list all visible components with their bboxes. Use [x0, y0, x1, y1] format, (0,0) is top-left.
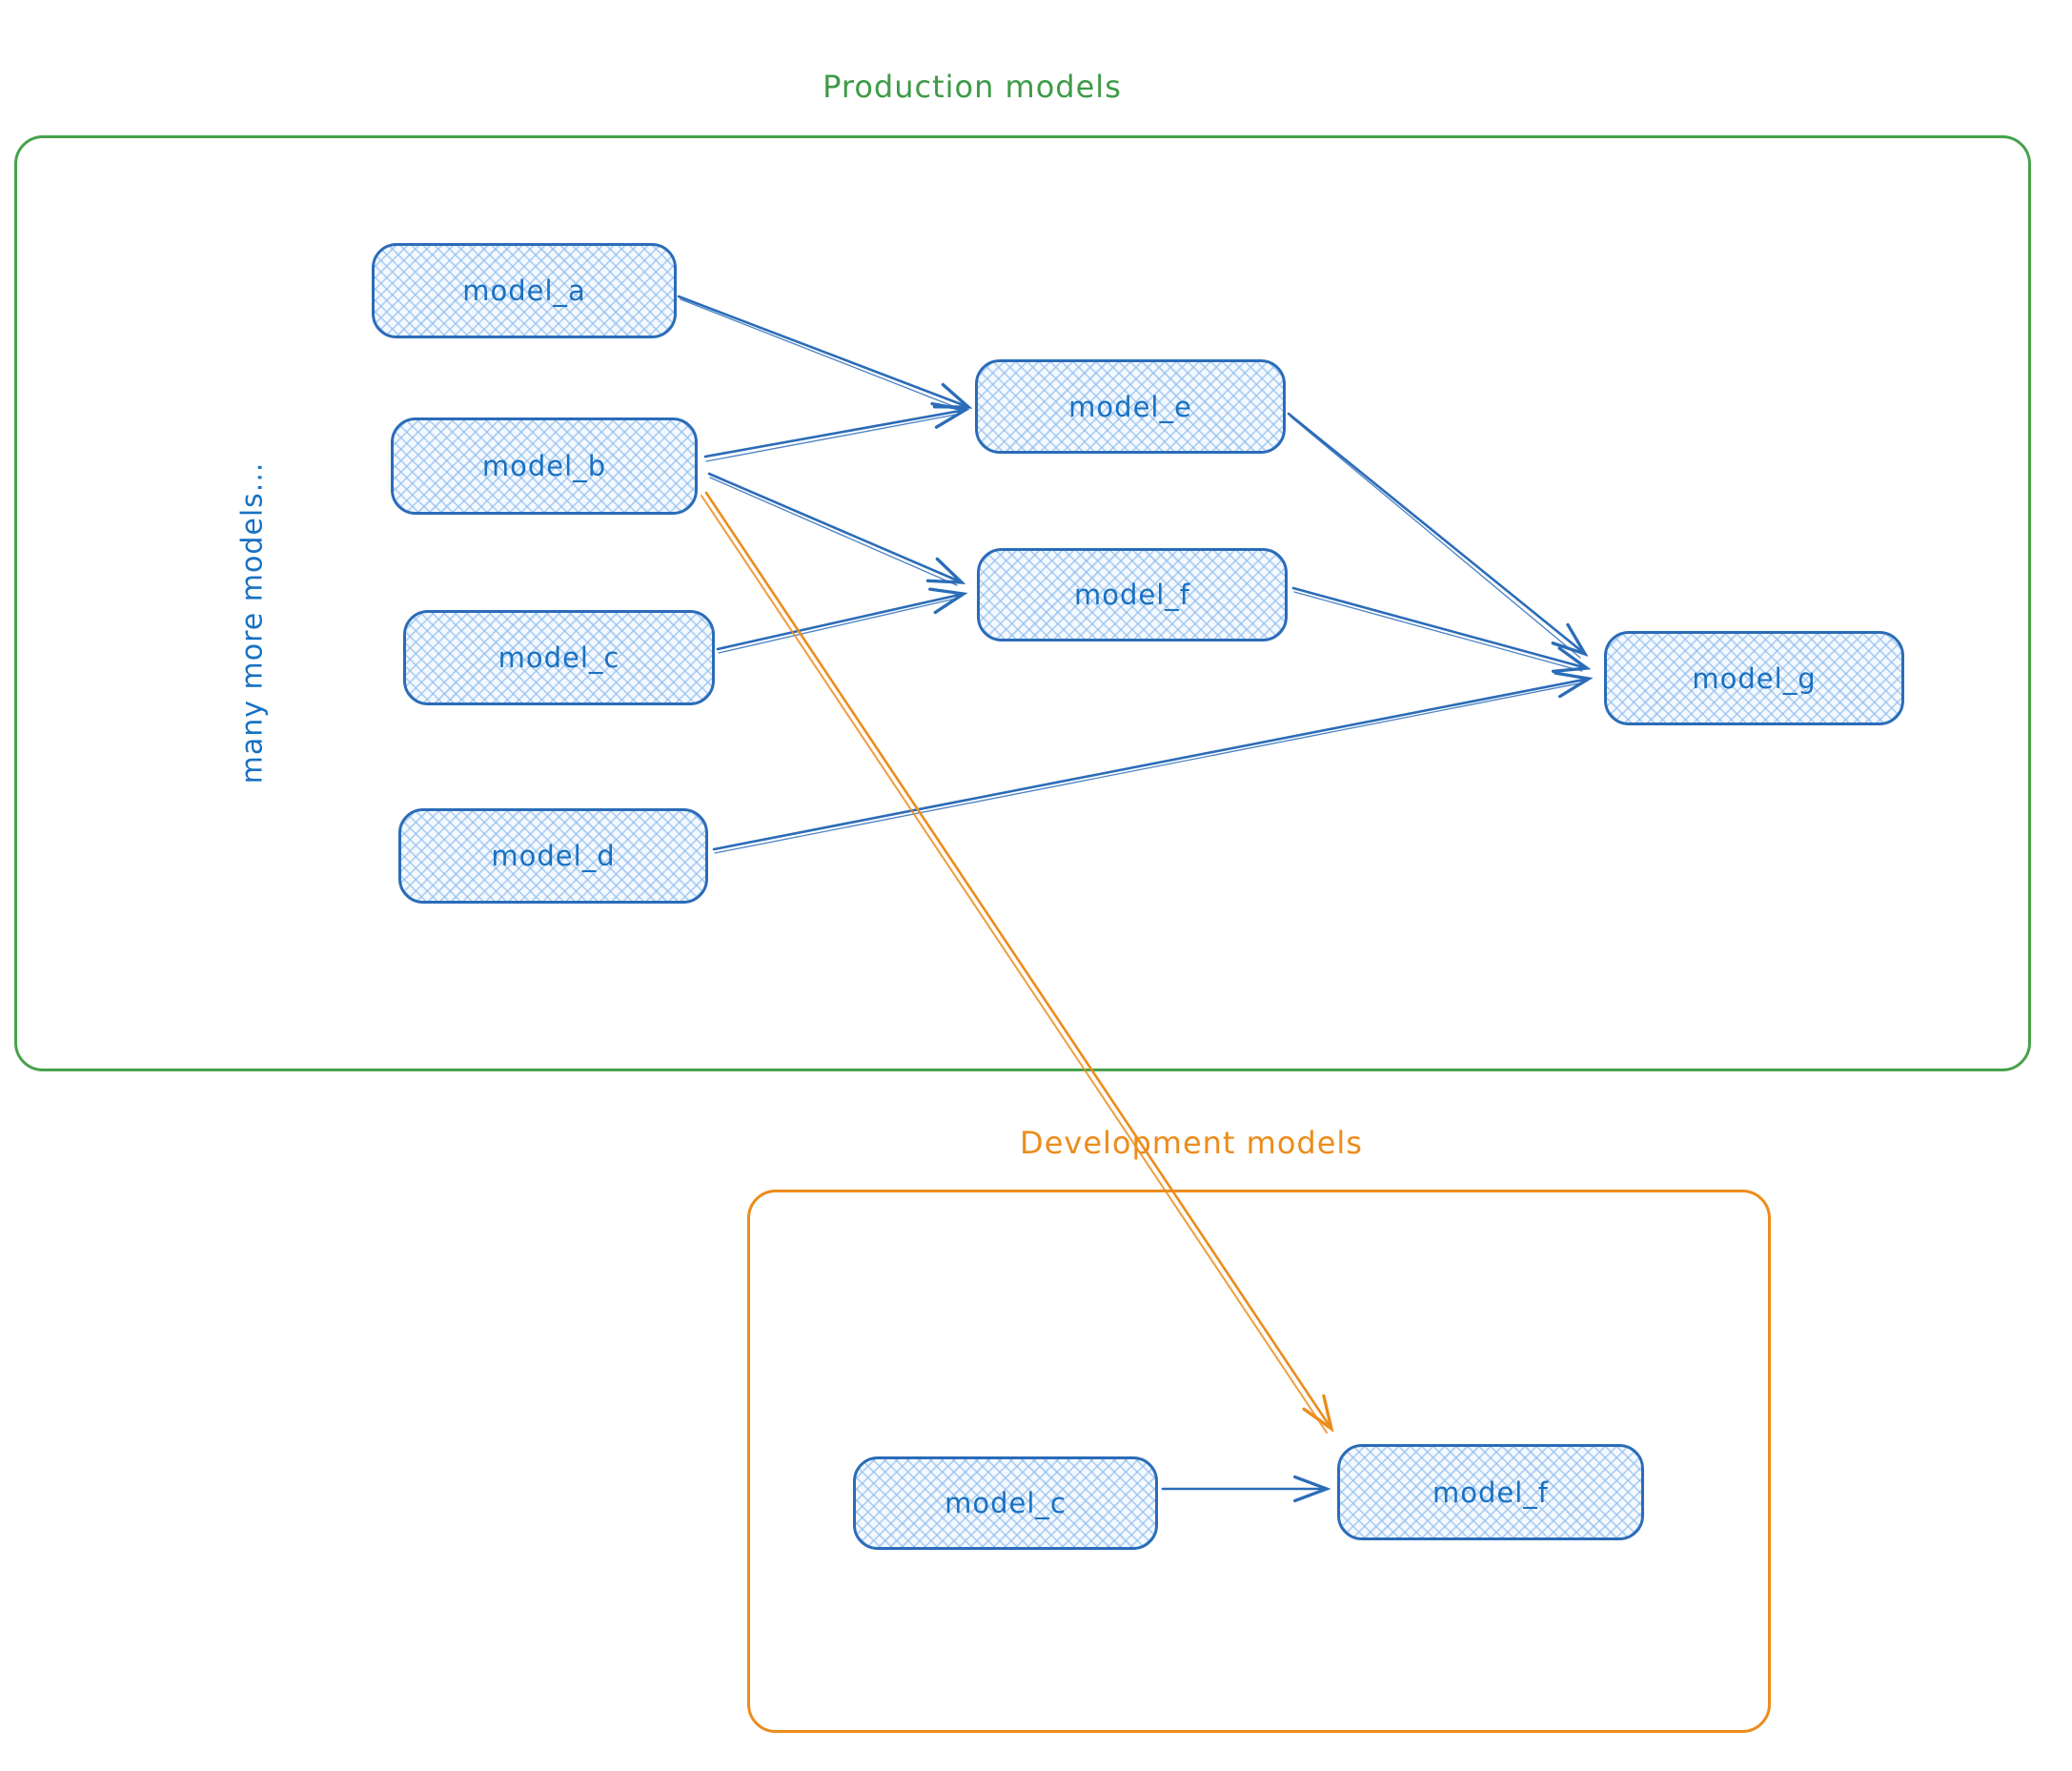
- node-model-d[interactable]: model_d: [398, 808, 708, 904]
- node-model-c[interactable]: model_c: [403, 610, 715, 705]
- node-dev-model-c[interactable]: model_c: [853, 1456, 1158, 1550]
- node-model-e[interactable]: model_e: [975, 359, 1286, 454]
- many-more-models-note: many more models...: [235, 461, 270, 784]
- development-group-label: Development models: [1020, 1125, 1363, 1161]
- node-model-c-label: model_c: [498, 641, 620, 674]
- node-dev-model-f[interactable]: model_f: [1337, 1444, 1644, 1540]
- node-model-e-label: model_e: [1068, 390, 1192, 423]
- node-model-f[interactable]: model_f: [977, 548, 1288, 641]
- node-model-g-label: model_g: [1692, 662, 1817, 695]
- node-model-a-label: model_a: [462, 275, 586, 307]
- node-model-d-label: model_d: [491, 840, 616, 872]
- node-model-f-label: model_f: [1073, 579, 1190, 611]
- node-model-b-label: model_b: [481, 450, 607, 482]
- node-dev-model-c-label: model_c: [945, 1487, 1066, 1519]
- node-model-a[interactable]: model_a: [372, 243, 677, 338]
- production-group-label: Production models: [823, 69, 1122, 105]
- node-model-g[interactable]: model_g: [1604, 631, 1904, 725]
- node-model-b[interactable]: model_b: [391, 417, 698, 515]
- node-dev-model-f-label: model_f: [1432, 1476, 1549, 1509]
